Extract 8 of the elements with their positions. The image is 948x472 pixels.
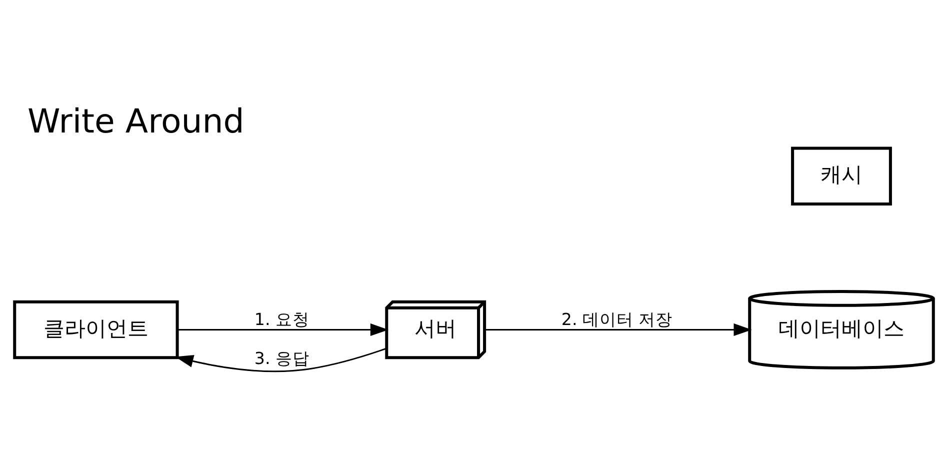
edge-label: 1. 요청 — [254, 310, 310, 329]
arrow — [178, 323, 388, 336]
arrow — [484, 323, 752, 336]
node-box: 캐시 — [791, 146, 892, 206]
edge-label: 3. 응답 — [254, 349, 310, 368]
edge-label: 2. 데이터 저장 — [561, 310, 673, 329]
node-box: 클라이언트 — [13, 300, 179, 360]
diagram-title: Write Around — [27, 102, 244, 141]
